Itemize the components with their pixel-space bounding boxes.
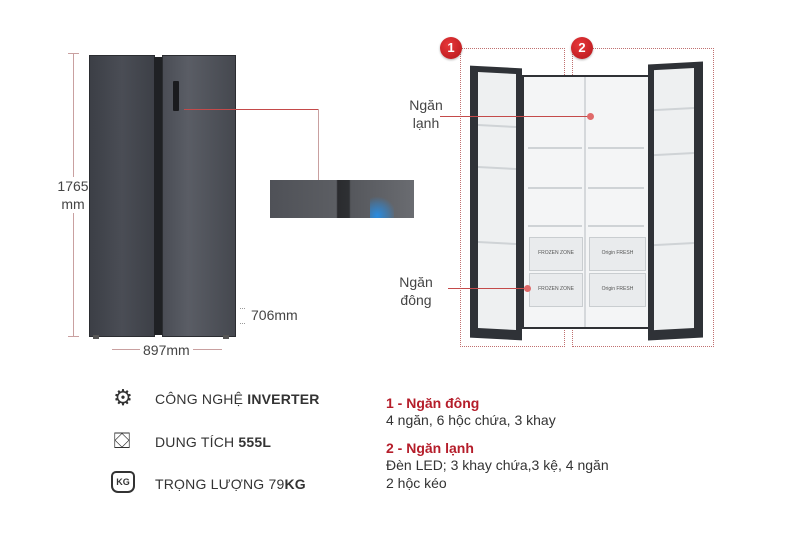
feature-capacity: DUNG TÍCH 555L [155, 434, 271, 450]
section-badge-2: 2 [571, 37, 593, 59]
freezer-compartment-label: Ngăn đông [394, 273, 438, 309]
spec-title: 1 - Ngăn đông [386, 395, 480, 411]
feature-label: DUNG TÍCH [155, 434, 239, 450]
panel-pointer-line [184, 109, 319, 110]
feature-label: CÔNG NGHỆ [155, 391, 248, 407]
fridge-foot [93, 335, 99, 339]
freezer-bin: FROZEN ZONE [529, 237, 583, 271]
fridge-pointer-dot [587, 113, 594, 120]
panel-pointer-drop [318, 109, 319, 180]
spec-title: 2 - Ngăn lạnh [386, 440, 474, 456]
fridge-foot [223, 335, 229, 339]
depth-dimension-mark [240, 308, 245, 324]
fridge-open-image: FROZEN ZONE FROZEN ZONE Origin FRESH Ori… [470, 55, 705, 341]
height-dimension-cap-bottom [68, 336, 79, 337]
freezer-pointer-dot [524, 285, 531, 292]
spec-freezer: 1 - Ngăn đông 4 ngăn, 6 hộc chứa, 3 khay [386, 395, 686, 429]
fridge-compartment-label: Ngăn lạnh [404, 96, 448, 132]
height-unit: mm [61, 196, 85, 212]
fresh-bin: Origin FRESH [589, 237, 646, 271]
spec-line: 4 ngăn, 6 hộc chứa, 3 khay [386, 412, 556, 428]
fridge-pointer-line [440, 116, 590, 117]
spec-fridge: 2 - Ngăn lạnh Đèn LED; 3 khay chứa,3 kệ,… [386, 440, 686, 492]
spec-line: Đèn LED; 3 khay chứa,3 kệ, 4 ngăn [386, 457, 609, 473]
fridge-label-line1: Ngăn [409, 97, 443, 113]
depth-dimension-label: 706mm [251, 306, 298, 324]
height-dimension-label: 1765 mm [50, 177, 96, 213]
control-panel [173, 81, 179, 111]
open-right-door [648, 61, 703, 341]
fresh-bin: Origin FRESH [589, 273, 646, 307]
open-left-door [470, 65, 522, 341]
fridge-door-gap [154, 57, 162, 335]
blue-light-glow [370, 194, 394, 218]
freezer-pointer-line [448, 288, 526, 289]
freezer-label-line1: Ngăn [399, 274, 433, 290]
circuit-icon: ⚙ [113, 385, 133, 410]
feature-weight: TRỌNG LƯỢNG 79KG [155, 476, 306, 492]
spec-line: 2 hộc kéo [386, 475, 447, 491]
fridge-label-line2: lạnh [412, 115, 440, 131]
fridge-left-door [89, 55, 155, 337]
weight-icon: KG [111, 471, 135, 493]
freezer-bin: FROZEN ZONE [529, 273, 583, 307]
feature-value: INVERTER [247, 391, 320, 407]
fridge-closed-image [89, 55, 236, 340]
feature-inverter: CÔNG NGHỆ INVERTER [155, 391, 320, 407]
height-dimension-cap-top [68, 53, 79, 54]
feature-value: 555L [238, 434, 272, 450]
control-panel-zoom-inset [270, 180, 414, 218]
container-icon: ⛋ [113, 428, 131, 453]
height-value: 1765 [57, 178, 89, 194]
feature-label: TRỌNG LƯỢNG 79 [155, 476, 285, 492]
fridge-right-door [162, 55, 236, 337]
feature-value: KG [284, 476, 306, 492]
width-dimension-label: 897mm [140, 341, 193, 359]
freezer-label-line2: đông [400, 292, 432, 308]
section-badge-1: 1 [440, 37, 462, 59]
